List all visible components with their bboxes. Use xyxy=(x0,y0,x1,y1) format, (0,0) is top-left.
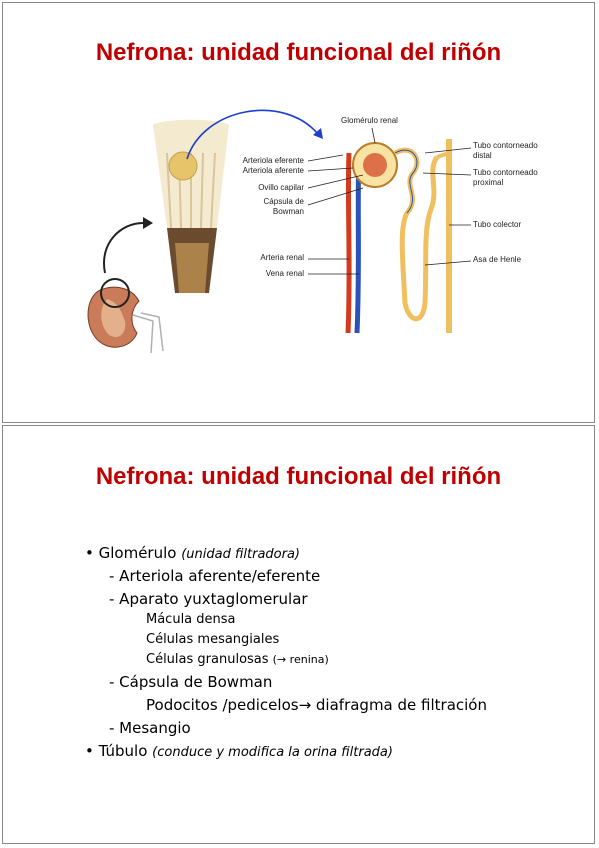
kidney-drawing xyxy=(87,278,164,354)
label-arteria-renal: Arteria renal xyxy=(260,253,304,262)
label-vena-renal: Vena renal xyxy=(265,269,304,278)
medulla-drawing xyxy=(153,119,229,293)
slide-2-title: Nefrona: unidad funcional del riñón xyxy=(95,463,502,490)
sub-mesangio: - Mesangio xyxy=(109,719,191,737)
tubulo-note: (conduce y modifica la orina filtrada) xyxy=(152,745,393,760)
glomerulo-text: Glomérulo xyxy=(98,544,177,562)
item-celulas-granulosas: Células granulosas (→ renina) xyxy=(146,652,329,667)
item-celulas-mesangiales: Células mesangiales xyxy=(146,632,280,647)
label-tubo-colector: Tubo colector xyxy=(473,220,522,229)
bullet-dot: • xyxy=(85,544,99,562)
sub-arteriola: - Arteriola aferente/eferente xyxy=(109,567,321,585)
label-arteriola-eferente: Arteriola eferente xyxy=(242,156,304,165)
item-podocitos: Podocitos /pedicelos→ diafragma de filtr… xyxy=(146,696,487,714)
sub-aparato: - Aparato yuxtaglomerular xyxy=(109,590,308,608)
tubulo-text: Túbulo xyxy=(98,742,148,760)
bullet-glomerulo: • Glomérulo (unidad filtradora) xyxy=(85,544,300,562)
bullet-dot: • xyxy=(85,742,99,760)
label-arteriola-aferente: Arteriola aferente xyxy=(242,166,304,175)
label-tubo-contorneado-proximal: Tubo contorneado xyxy=(473,168,538,177)
slide-1-title: Nefrona: unidad funcional del riñón xyxy=(95,39,502,66)
sub-capsula: - Cápsula de Bowman xyxy=(109,673,273,691)
renina-note: (→ renina) xyxy=(272,653,329,666)
label-ovillo-capilar: Ovillo capilar xyxy=(258,183,304,192)
label-distal: distal xyxy=(473,151,492,160)
label-bowman: Bowman xyxy=(272,207,304,216)
slide-2: Nefrona: unidad funcional del riñón • Gl… xyxy=(2,425,595,844)
label-capsula-de: Cápsula de xyxy=(263,197,304,206)
label-tubo-contorneado-distal: Tubo contorneado xyxy=(473,141,538,150)
slide-1: Nefrona: unidad funcional del riñón xyxy=(2,2,595,423)
label-glomerulo-renal: Glomérulo renal xyxy=(341,116,398,125)
bullet-tubulo: • Túbulo (conduce y modifica la orina fi… xyxy=(85,742,393,760)
glomerulo-note: (unidad filtradora) xyxy=(181,547,301,562)
item-macula: Mácula densa xyxy=(146,612,236,627)
celulas-granulosas-text: Células granulosas xyxy=(146,652,269,667)
label-proximal: proximal xyxy=(473,178,504,187)
nephron-illustration xyxy=(87,109,472,354)
label-asa-de-henle: Asa de Henle xyxy=(473,255,522,264)
